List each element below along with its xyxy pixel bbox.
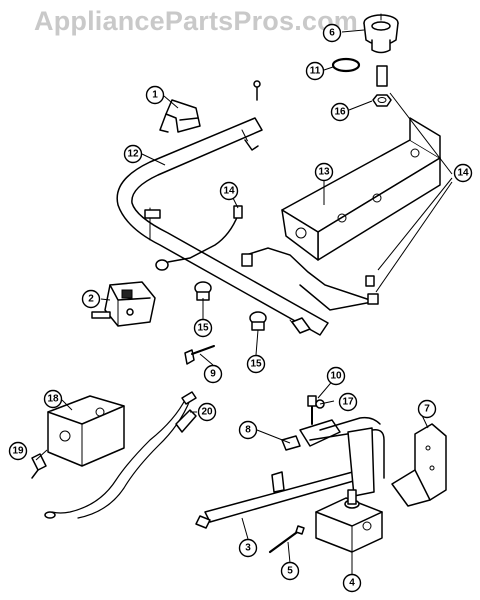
pressure-regulator xyxy=(363,13,399,54)
callout-14-right: 14 xyxy=(453,163,473,183)
ignition-module xyxy=(47,395,125,467)
watermark-logo: AppliancePartsPros.com xyxy=(34,6,359,36)
svg-text:13: 13 xyxy=(318,167,330,178)
o-ring xyxy=(331,57,361,73)
svg-text:12: 12 xyxy=(127,149,139,160)
svg-text:3: 3 xyxy=(245,543,251,554)
svg-text:16: 16 xyxy=(334,107,346,118)
svg-text:1: 1 xyxy=(152,90,158,101)
callout-10: 10 xyxy=(326,366,346,386)
callout-2: 2 xyxy=(81,289,101,309)
ignition-wire-harness xyxy=(44,391,197,519)
callout-20: 20 xyxy=(197,402,217,422)
callout-4: 4 xyxy=(342,573,362,593)
leader-lines xyxy=(35,29,453,575)
svg-text:14: 14 xyxy=(223,186,235,197)
callout-9: 9 xyxy=(203,364,223,384)
callout-16: 16 xyxy=(330,102,350,122)
svg-text:18: 18 xyxy=(47,394,59,405)
burner-support-bracket xyxy=(281,117,441,261)
callout-19: 19 xyxy=(8,441,28,461)
svg-text:5: 5 xyxy=(287,566,293,577)
callout-12: 12 xyxy=(123,144,143,164)
svg-text:10: 10 xyxy=(330,371,342,382)
callout-3: 3 xyxy=(238,538,258,558)
svg-text:4: 4 xyxy=(349,578,355,589)
callout-1: 1 xyxy=(145,85,165,105)
callout-14-left: 14 xyxy=(219,181,239,201)
mounting-bracket xyxy=(391,423,447,507)
svg-text:8: 8 xyxy=(245,425,251,436)
svg-text:20: 20 xyxy=(201,407,213,418)
svg-text:19: 19 xyxy=(12,446,24,457)
callout-13: 13 xyxy=(314,162,334,182)
callout-15-left: 15 xyxy=(193,318,213,338)
pilot-fitting xyxy=(184,345,215,365)
callout-11: 11 xyxy=(305,61,325,81)
svg-text:15: 15 xyxy=(197,323,209,334)
gas-supply-lines xyxy=(155,205,379,311)
mounting-screw xyxy=(268,525,305,554)
spark-electrode xyxy=(31,453,47,479)
pilot-assembly xyxy=(281,395,385,497)
svg-text:9: 9 xyxy=(210,369,216,380)
regulator-nipple xyxy=(376,65,388,87)
burner-orifices xyxy=(194,281,267,331)
manifold-tube xyxy=(116,117,329,336)
callout-5: 5 xyxy=(280,561,300,581)
svg-text:7: 7 xyxy=(424,404,430,415)
callout-18: 18 xyxy=(43,389,63,409)
gas-valve xyxy=(91,281,156,327)
callout-17: 17 xyxy=(338,392,358,412)
callout-15-right: 15 xyxy=(246,354,266,374)
safety-valve xyxy=(315,489,383,553)
callout-8: 8 xyxy=(238,420,258,440)
hex-nut xyxy=(372,94,392,107)
callout-6: 6 xyxy=(322,23,342,43)
screw-head xyxy=(253,80,261,88)
svg-text:6: 6 xyxy=(329,28,335,39)
svg-text:17: 17 xyxy=(342,397,354,408)
svg-text:15: 15 xyxy=(250,359,262,370)
svg-text:11: 11 xyxy=(310,66,321,77)
callout-7: 7 xyxy=(417,399,437,419)
burner-clip xyxy=(159,99,201,133)
svg-text:14: 14 xyxy=(457,168,469,179)
svg-text:2: 2 xyxy=(88,294,94,305)
